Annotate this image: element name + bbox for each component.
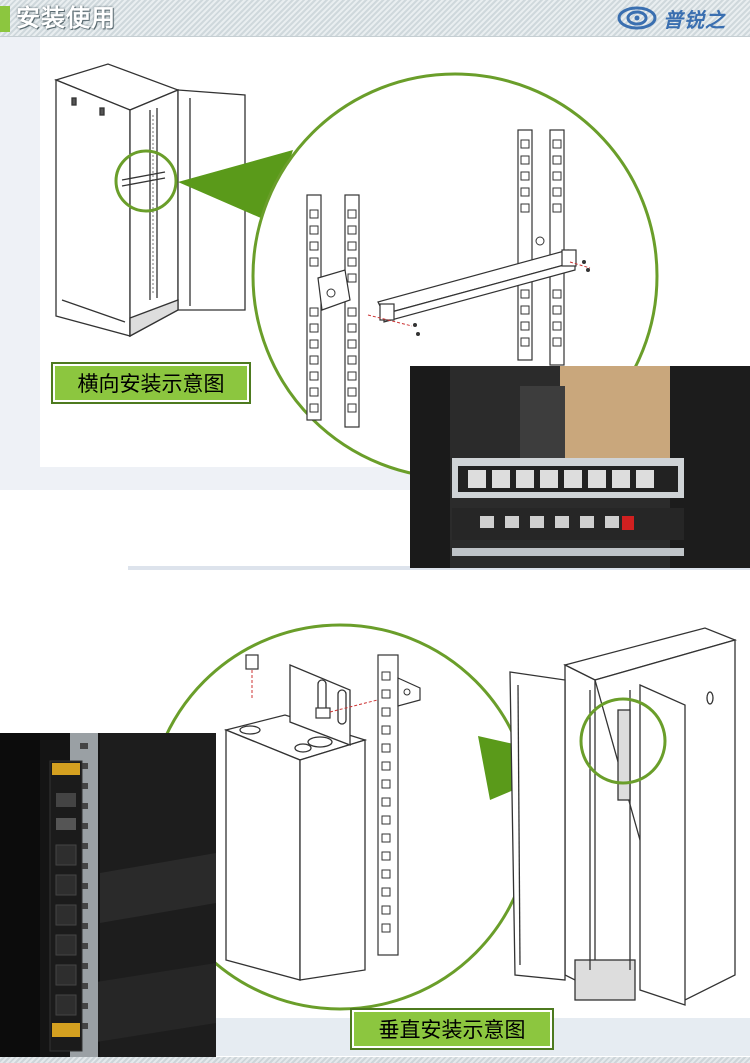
vertical-pdu-detail (223, 664, 368, 981)
rack-cabinet-icon (54, 63, 246, 338)
header-accent-bar (0, 6, 10, 32)
rack-cabinet-icon (509, 627, 738, 1006)
zoom-highlight-circle (579, 697, 667, 785)
brand-logo: 普锐之 (617, 4, 726, 32)
brand-name: 普锐之 (663, 7, 726, 32)
horizontal-pdu-photo (410, 366, 750, 568)
section-divider (128, 566, 750, 570)
vertical-pdu-photo (0, 733, 216, 1063)
horizontal-pdu-bar (377, 249, 577, 323)
brand-logo-icon (617, 6, 657, 30)
vertical-caption: 垂直安装示意图 (350, 1008, 554, 1050)
zoom-highlight-circle (114, 149, 178, 213)
footer-bar (0, 1057, 750, 1063)
header-bar: 安装使用 普锐之 (0, 0, 750, 37)
section-title: 安装使用 (16, 4, 116, 32)
horizontal-caption: 横向安装示意图 (51, 362, 251, 404)
zoom-arrow (178, 150, 293, 222)
